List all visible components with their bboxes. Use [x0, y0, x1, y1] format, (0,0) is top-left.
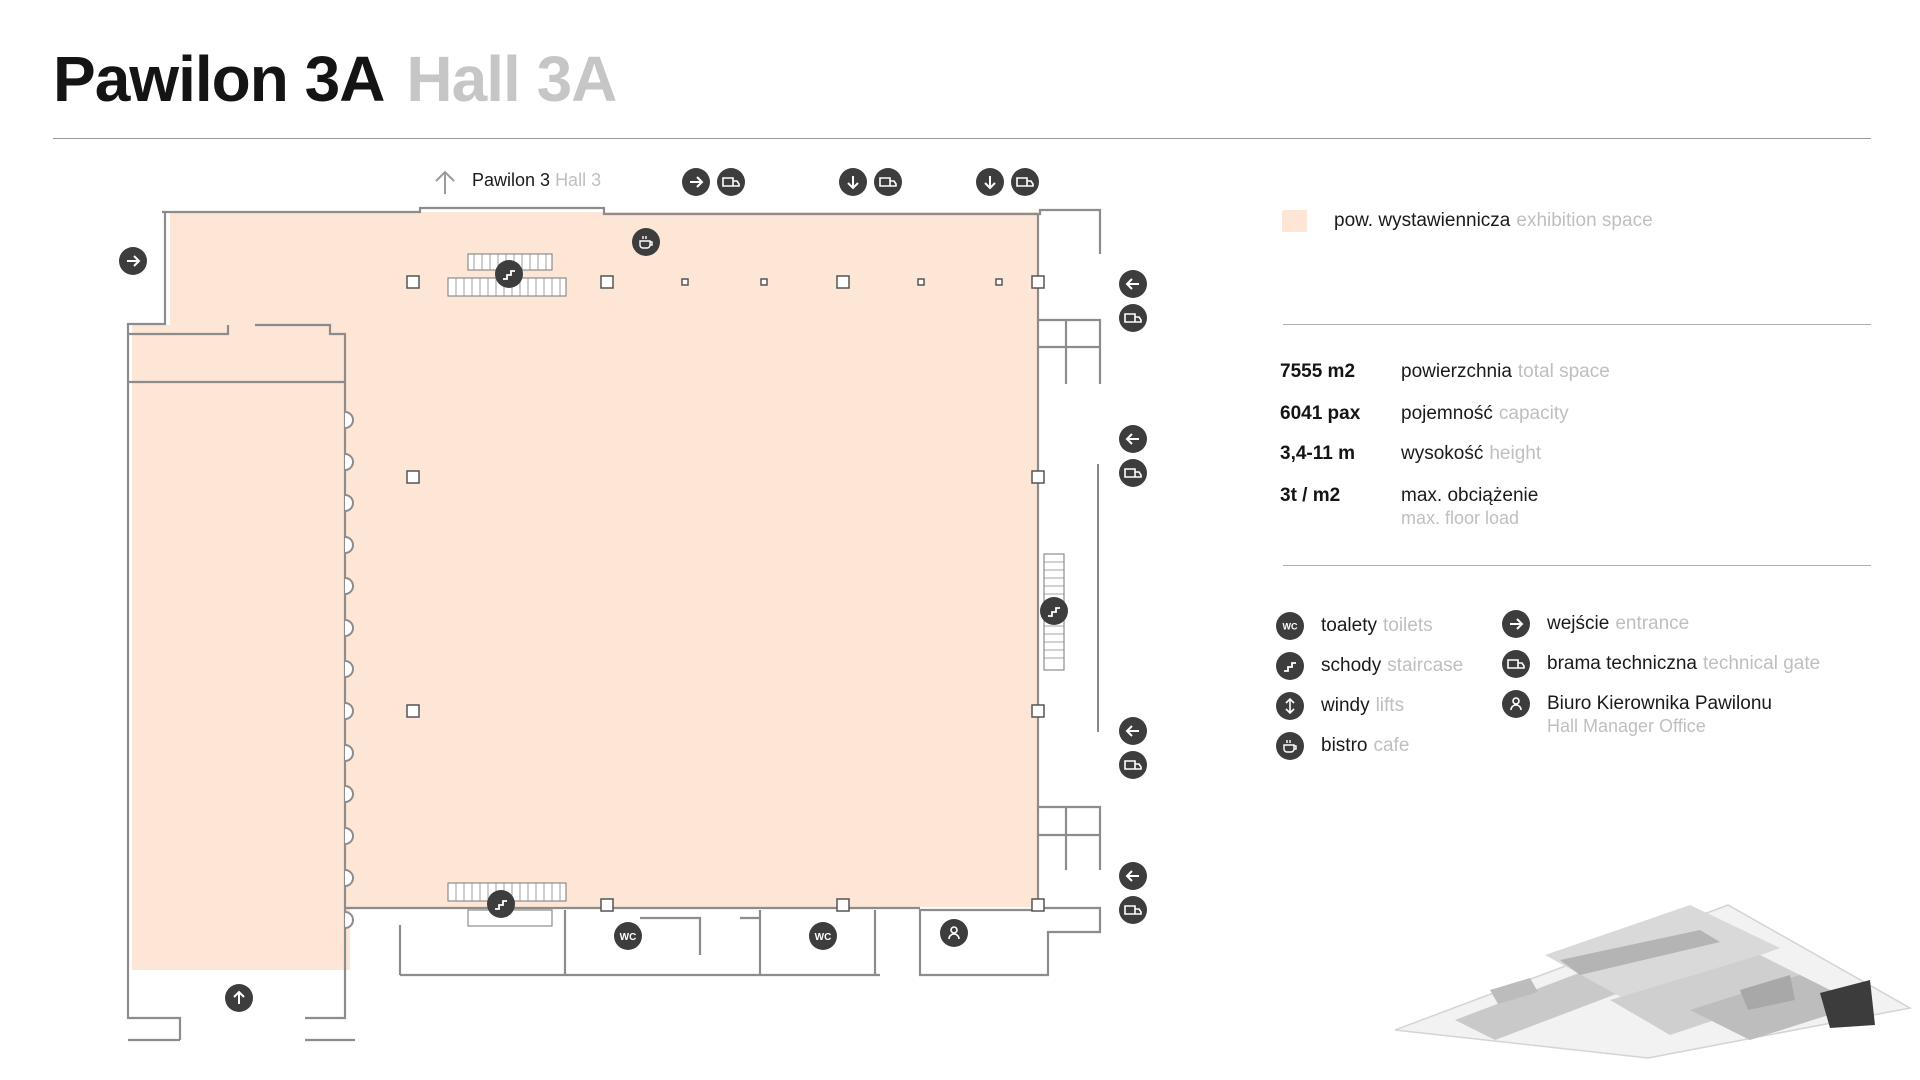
legend-label-pl: bistro: [1321, 735, 1368, 756]
columns: [406, 275, 1045, 912]
stat-label-en: max. floor load: [1401, 508, 1520, 528]
exhibition-label-en: exhibition space: [1516, 210, 1653, 231]
cafe-icon: [1276, 732, 1304, 760]
north-label-pl: Pawilon 3: [472, 170, 550, 190]
entrance-left-icon[interactable]: [1119, 425, 1147, 453]
cafe-icon[interactable]: [632, 228, 660, 256]
exhibition-swatch: [1282, 210, 1307, 232]
truck-icon: [1502, 650, 1530, 678]
legend-label-pl: brama techniczna: [1547, 653, 1697, 674]
stat-value: 7555 m2: [1280, 361, 1356, 382]
wc-icon: WC: [1276, 612, 1304, 640]
legend-label-en: Hall Manager Office: [1547, 716, 1706, 736]
wc-icon[interactable]: WC: [809, 922, 837, 950]
north-direction: Pawilon 3 Hall 3: [435, 170, 601, 194]
wall-niches: [344, 411, 354, 929]
person-icon: [1502, 690, 1530, 718]
entrance-icon: [1502, 610, 1530, 638]
title-polish: Pawilon 3A: [53, 43, 385, 115]
page-title: Pawilon 3A Hall 3A: [53, 42, 617, 116]
stairs-icon[interactable]: [487, 890, 515, 918]
truck-icon[interactable]: [1011, 168, 1039, 196]
legend-label-pl: windy: [1321, 695, 1370, 716]
legend-label-en: toilets: [1382, 615, 1433, 636]
wc-label: WC: [1283, 622, 1298, 632]
lift-icon: [1276, 692, 1304, 720]
stat-label-pl: powierzchnia: [1401, 361, 1512, 382]
legend-label-pl: Biuro Kierownika Pawilonu: [1547, 693, 1772, 714]
stats-divider-bottom: [1283, 565, 1871, 566]
stairs-icon[interactable]: [495, 260, 523, 288]
title-english: Hall 3A: [406, 43, 617, 115]
stat-label-en: total space: [1517, 361, 1610, 382]
wc-icon[interactable]: WC: [614, 922, 642, 950]
entrance-left-icon[interactable]: [1119, 270, 1147, 298]
stat-value: 6041 pax: [1280, 403, 1361, 424]
entrance-icon[interactable]: [119, 247, 147, 275]
stat-value: 3t / m2: [1280, 485, 1341, 506]
wc-label: WC: [815, 932, 832, 943]
stat-label-en: height: [1489, 443, 1542, 464]
truck-icon[interactable]: [1119, 896, 1147, 924]
stairs-icon[interactable]: [1040, 597, 1068, 625]
legend-label-en: staircase: [1387, 655, 1464, 676]
entrance-left-icon[interactable]: [1119, 862, 1147, 890]
legend-label-en: cafe: [1373, 735, 1410, 756]
exhibition-space: [132, 212, 1038, 970]
person-icon[interactable]: [940, 919, 968, 947]
entrance-up-icon[interactable]: [225, 984, 253, 1012]
stat-value: 3,4-11 m: [1280, 443, 1355, 464]
title-divider: [53, 138, 1871, 139]
truck-icon[interactable]: [1119, 751, 1147, 779]
stairs-icon: [1276, 652, 1304, 680]
stat-label-pl: wysokość: [1401, 443, 1484, 464]
stats-divider-top: [1283, 324, 1871, 325]
stat-label-en: capacity: [1498, 403, 1569, 424]
arrow-up-icon: [435, 170, 455, 194]
legend-label-pl: schody: [1321, 655, 1382, 676]
truck-icon[interactable]: [1119, 304, 1147, 332]
stat-label-pl: pojemność: [1401, 403, 1493, 424]
truck-icon[interactable]: [1119, 459, 1147, 487]
stat-label-pl: max. obciążenie: [1401, 485, 1539, 506]
site-minimap: [1394, 904, 1913, 1059]
legend-label-pl: wejście: [1547, 613, 1610, 634]
legend-label-en: entrance: [1615, 613, 1690, 634]
wc-label: WC: [620, 932, 637, 943]
legend-label-en: technical gate: [1702, 653, 1821, 674]
svg-text:Pawilon 3 Hall 3: Pawilon 3 Hall 3: [472, 170, 601, 190]
entrance-icon[interactable]: [682, 168, 710, 196]
lift-down-icon[interactable]: [976, 168, 1004, 196]
legend-label-en: lifts: [1375, 695, 1405, 716]
truck-icon[interactable]: [874, 168, 902, 196]
lift-down-icon[interactable]: [839, 168, 867, 196]
truck-icon[interactable]: [717, 168, 745, 196]
exhibition-label-pl: pow. wystawiennicza: [1334, 210, 1511, 231]
north-label-en: Hall 3: [555, 170, 601, 190]
entrance-left-icon[interactable]: [1119, 717, 1147, 745]
legend-label-pl: toalety: [1321, 615, 1377, 636]
walls: [126, 206, 1102, 1042]
